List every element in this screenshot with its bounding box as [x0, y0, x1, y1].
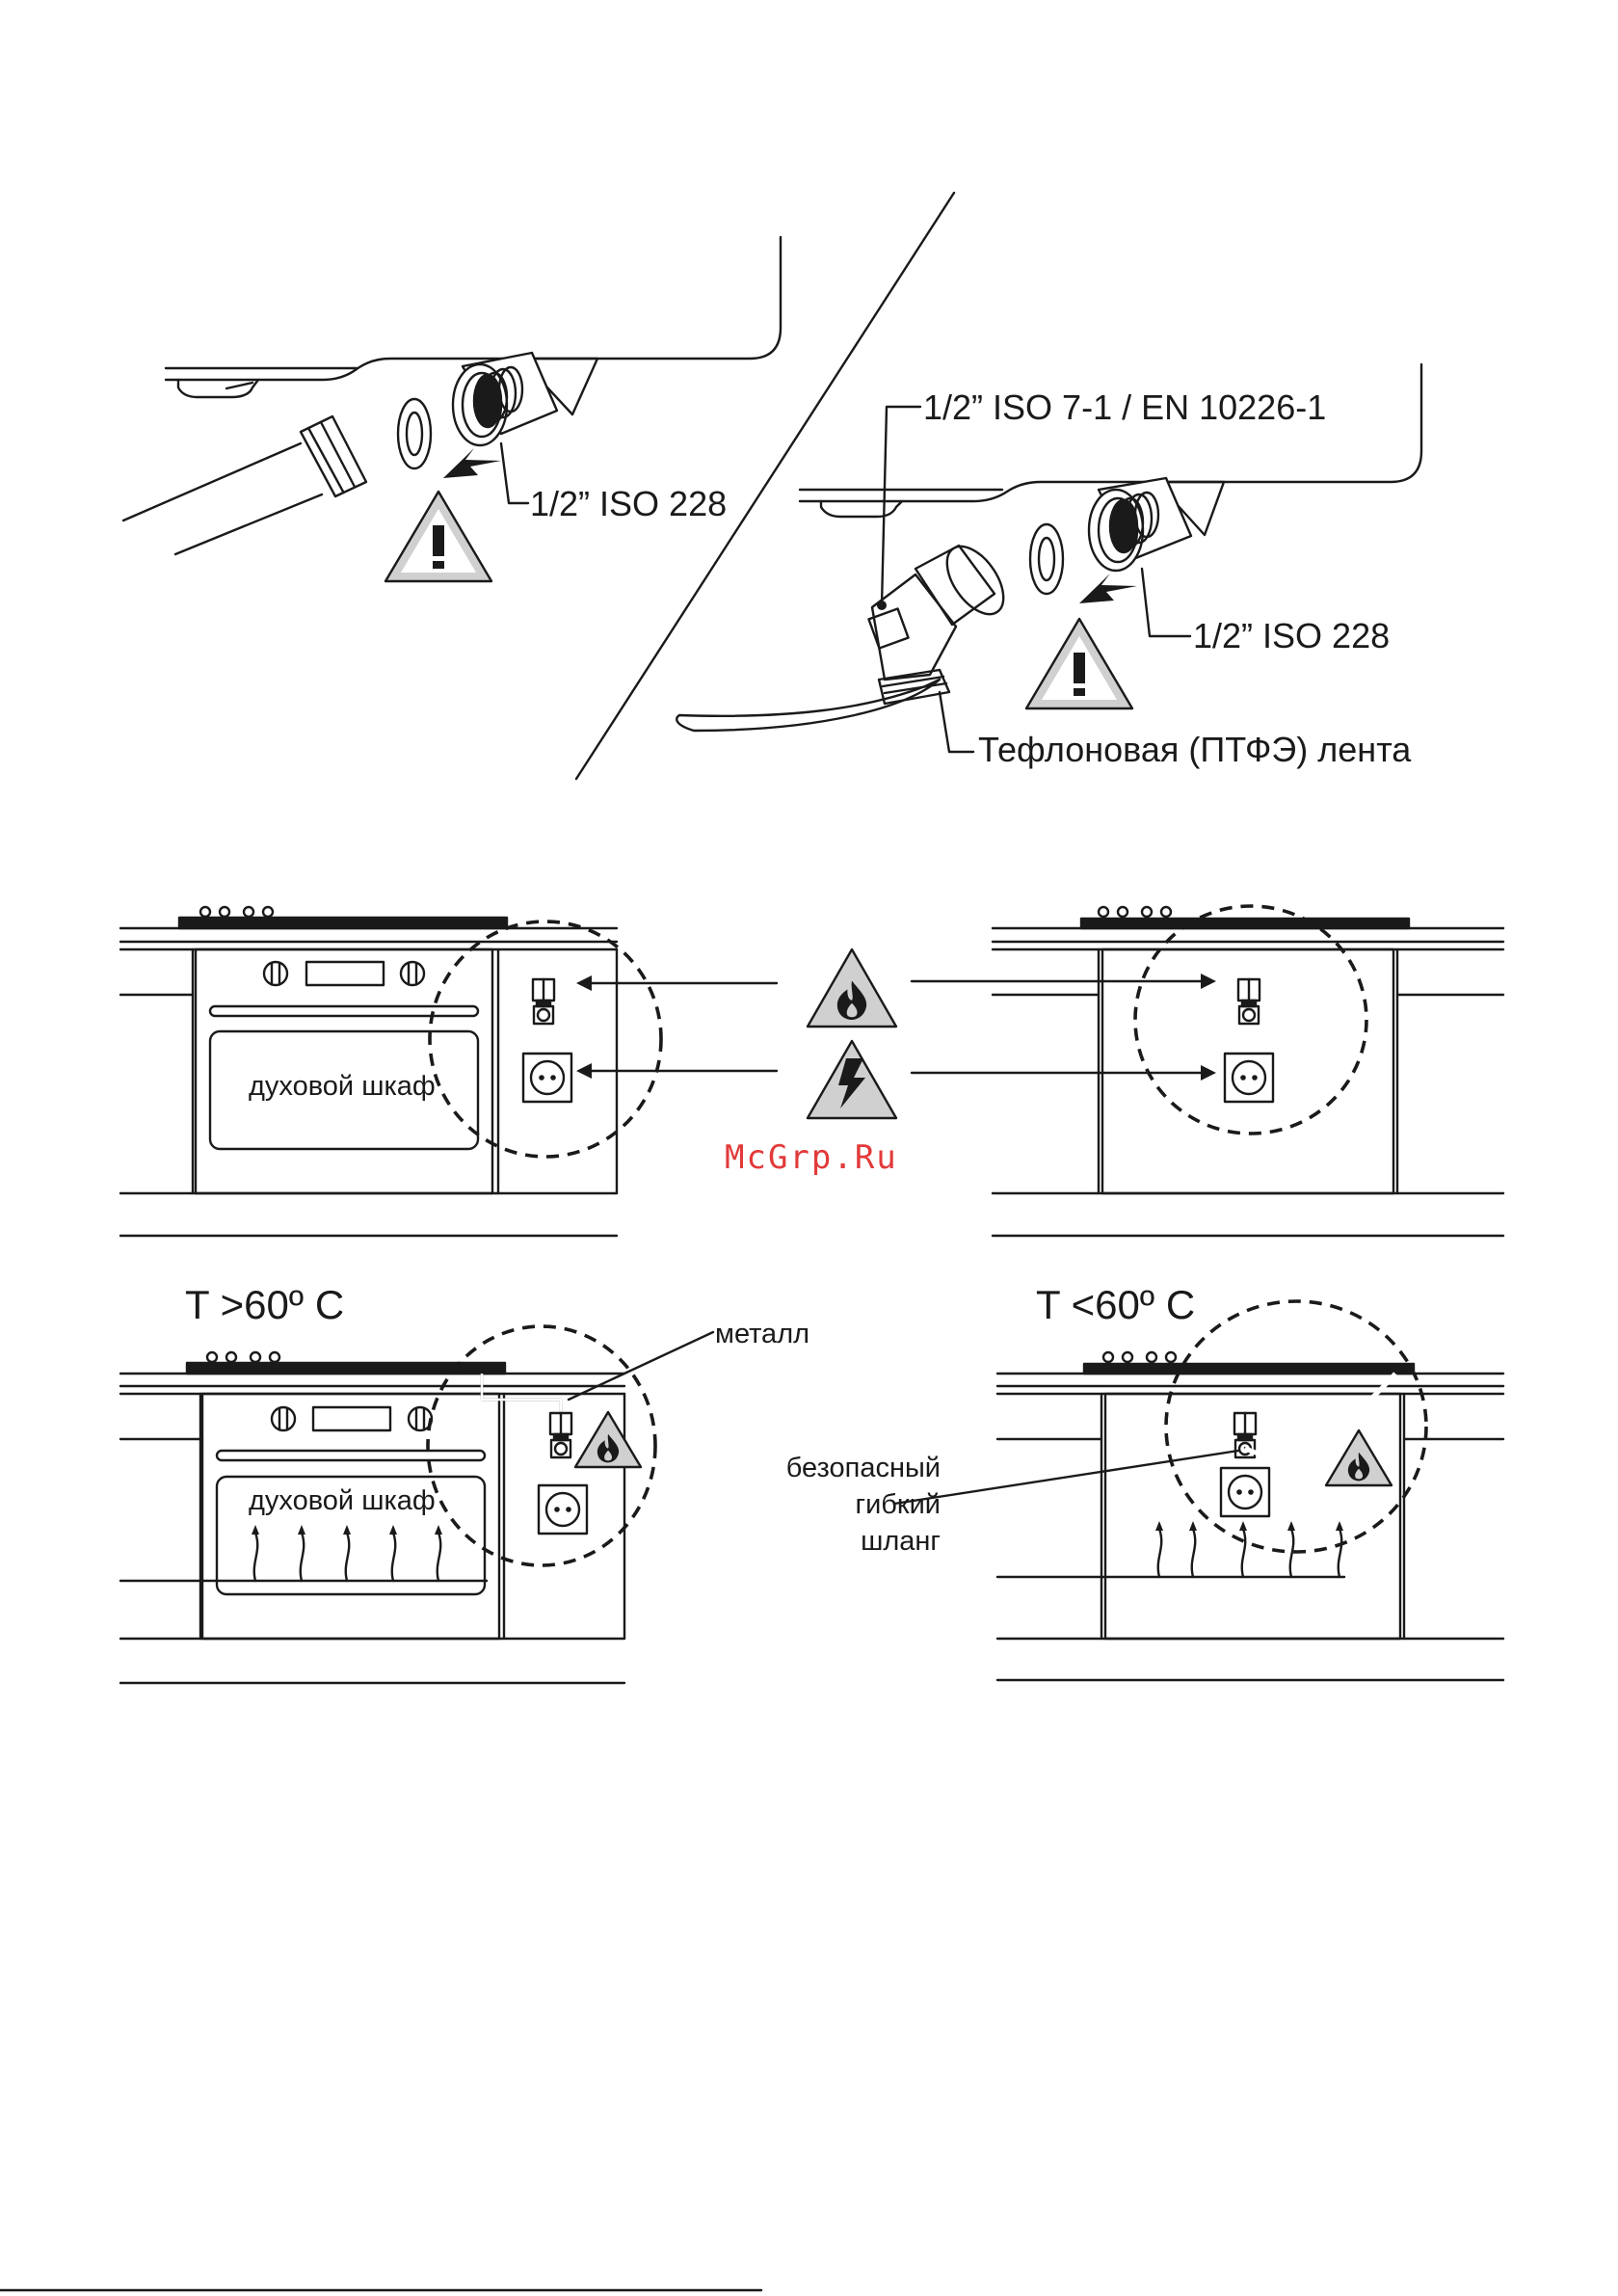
leader-line-iso228-left [501, 443, 528, 503]
washer-right [1030, 524, 1063, 594]
temperature-cool-label: T <60º C [1036, 1282, 1195, 1327]
push-arrow-icon [443, 448, 501, 478]
power-socket-icon [523, 1054, 571, 1102]
threaded-connector-right [1089, 478, 1224, 571]
oven-label-bottom: духовой шкаф [249, 1485, 436, 1516]
thread-label-iso228-left: 1/2” ISO 228 [530, 484, 727, 523]
gas-valve-icon [533, 979, 554, 1024]
elbow-fitting-right [868, 537, 1014, 704]
flame-warning-icon [808, 949, 896, 1027]
warning-triangle-icon [385, 492, 491, 581]
safety-zone-circle [430, 921, 661, 1157]
electric-warning-icon [808, 1041, 896, 1118]
thread-label-iso7: 1/2” ISO 7-1 / EN 10226-1 [923, 387, 1326, 427]
leader-line-ptfe [940, 692, 973, 752]
flame-warning-icon [1326, 1430, 1392, 1485]
gas-valve-icon [550, 1413, 571, 1457]
hose-label-line1: безопасный [786, 1453, 941, 1483]
power-socket-icon [539, 1485, 587, 1534]
leader-line-iso228-right [1142, 569, 1190, 636]
washer-left [398, 399, 431, 468]
gas-valve-icon [1238, 979, 1260, 1024]
ptfe-tape [676, 680, 940, 731]
metal-label: металл [715, 1319, 809, 1349]
flame-warning-icon [575, 1412, 641, 1467]
threaded-connector-left [453, 353, 597, 445]
watermark: McGrp.Ru [725, 1138, 898, 1177]
push-arrow-icon [1079, 574, 1137, 603]
power-socket-icon [1225, 1054, 1273, 1102]
warning-triangle-icon [1026, 619, 1132, 708]
leader-line-metal [569, 1332, 713, 1400]
thread-label-iso228-right: 1/2” ISO 228 [1193, 616, 1390, 655]
hose-label-line2: гибкий [856, 1489, 941, 1520]
power-socket-icon [1221, 1468, 1269, 1516]
safety-zone-circle [1166, 1301, 1426, 1552]
ptfe-tape-label: Тефлоновая (ПТФЭ) лента [978, 730, 1412, 769]
hose-left [123, 416, 366, 554]
oven-bottom [202, 1394, 499, 1639]
heat-wave-icon [252, 1525, 442, 1581]
oven-label-top: духовой шкаф [249, 1071, 436, 1102]
hose-label-line3: шланг [861, 1526, 941, 1557]
temperature-hot-label: T >60º C [185, 1282, 344, 1327]
kitchen-layout-top-right [993, 907, 1503, 1236]
